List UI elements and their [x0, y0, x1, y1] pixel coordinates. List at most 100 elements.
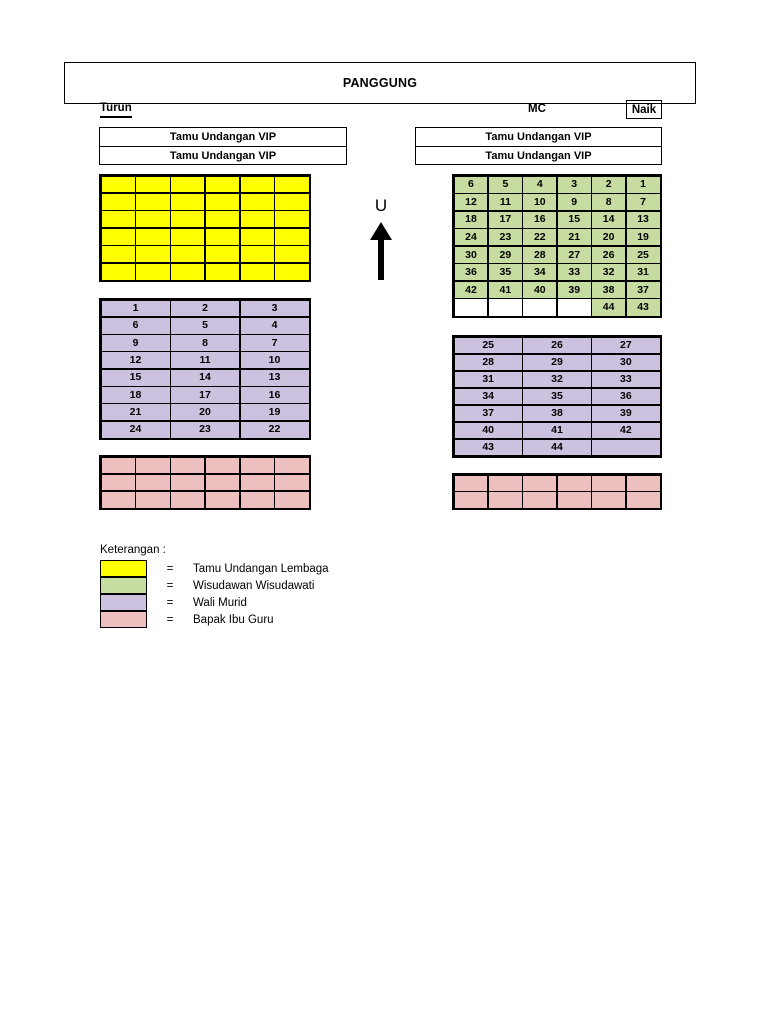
seat-cell: 11: [171, 352, 239, 369]
seat-cell: [171, 457, 205, 474]
legend-rows: =Tamu Undangan Lembaga=Wisudawan Wisudaw…: [100, 560, 420, 628]
seat-cell: [275, 263, 309, 280]
seat-block-pink-left: [99, 455, 311, 510]
vip-block-right: Tamu Undangan VIP Tamu Undangan VIP: [415, 127, 662, 165]
seat-cell: [240, 246, 274, 263]
seat-cell: 3: [240, 300, 309, 317]
seat-cell: [171, 246, 205, 263]
stage-label: PANGGUNG: [342, 76, 418, 90]
seat-cell: [240, 474, 274, 491]
seat-cell: 8: [171, 335, 239, 351]
seat-cell: 4: [523, 176, 557, 193]
seat-cell: 40: [454, 422, 522, 439]
seat-cell: 30: [454, 246, 488, 263]
seat-cell: 9: [101, 335, 170, 351]
seat-cell: 5: [488, 176, 522, 193]
stage-box: PANGGUNG: [64, 62, 696, 104]
seat-cell: 21: [557, 229, 591, 246]
seat-cell: [101, 211, 135, 228]
seat-cell: [275, 193, 309, 210]
legend-color-swatch: [100, 594, 147, 611]
seat-cell: 4: [240, 317, 309, 334]
legend-color-swatch: [100, 577, 147, 594]
compass: U: [360, 196, 402, 280]
seat-cell: 25: [626, 246, 660, 263]
seat-cell: [523, 299, 557, 316]
seat-cell: 42: [592, 422, 660, 439]
seat-cell: 19: [240, 404, 309, 421]
seat-cell: [205, 193, 239, 210]
seat-cell: 27: [592, 337, 660, 354]
seat-cell: [592, 492, 626, 508]
seat-cell: [136, 193, 170, 210]
seat-cell: [488, 475, 522, 491]
seat-cell: [205, 246, 239, 263]
seat-cell: 14: [171, 369, 239, 386]
seat-cell: 34: [523, 264, 557, 281]
seat-cell: 30: [592, 354, 660, 371]
seat-cell: [171, 176, 205, 193]
seat-cell: [136, 176, 170, 193]
seat-cell: 41: [523, 422, 591, 439]
seat-cell: 6: [454, 176, 488, 193]
legend-item: =Wisudawan Wisudawati: [100, 577, 420, 594]
seat-cell: 33: [557, 264, 591, 281]
seat-cell: 21: [101, 404, 170, 421]
seat-cell: 38: [523, 405, 591, 422]
seat-cell: [171, 474, 205, 491]
seat-cell: 18: [454, 211, 488, 228]
seat-cell: [101, 263, 135, 280]
seat-cell: 22: [240, 421, 309, 438]
seat-cell: [240, 193, 274, 210]
legend: Keterangan : =Tamu Undangan Lembaga=Wisu…: [100, 543, 420, 628]
legend-item: =Wali Murid: [100, 594, 420, 611]
seat-cell: 27: [557, 246, 591, 263]
legend-color-swatch: [100, 611, 147, 628]
seat-cell: [101, 228, 135, 245]
seat-cell: [136, 491, 170, 508]
seat-cell: 11: [488, 194, 522, 211]
seat-cell: [136, 228, 170, 245]
seat-cell: 44: [523, 439, 591, 456]
seat-cell: 7: [240, 335, 309, 351]
seat-cell: 25: [454, 337, 522, 354]
seat-cell: [626, 492, 660, 508]
seat-cell: 32: [523, 371, 591, 388]
seat-cell: [454, 299, 488, 316]
seat-block-pink-right: [452, 473, 662, 510]
seat-cell: 34: [454, 388, 522, 405]
seat-cell: 2: [171, 300, 239, 317]
seat-cell: 5: [171, 317, 239, 334]
seat-cell: [136, 474, 170, 491]
seat-cell: 1: [101, 300, 170, 317]
seat-cell: 2: [592, 176, 626, 193]
vip-row: Tamu Undangan VIP: [485, 131, 592, 143]
seat-cell: 37: [454, 405, 522, 422]
seat-cell: [557, 475, 591, 491]
seat-cell: [205, 491, 239, 508]
seat-cell: [626, 475, 660, 491]
seat-cell: [275, 246, 309, 263]
seat-cell: 40: [523, 281, 557, 298]
seat-cell: 22: [523, 229, 557, 246]
seat-cell: 28: [454, 354, 522, 371]
seat-cell: [523, 475, 557, 491]
seat-cell: 42: [454, 281, 488, 298]
seat-cell: [136, 263, 170, 280]
seat-cell: 29: [523, 354, 591, 371]
seat-cell: [592, 475, 626, 491]
seat-cell: [205, 176, 239, 193]
seat-cell: 38: [592, 281, 626, 298]
seat-cell: 18: [101, 387, 170, 403]
legend-color-swatch: [100, 560, 147, 577]
seat-cell: 16: [523, 211, 557, 228]
legend-title: Keterangan :: [100, 544, 166, 556]
seat-cell: 23: [171, 421, 239, 438]
seat-cell: 15: [557, 211, 591, 228]
seat-cell: [101, 193, 135, 210]
seat-cell: [523, 492, 557, 508]
seat-cell: [275, 176, 309, 193]
seat-cell: 6: [101, 317, 170, 334]
seat-cell: 9: [557, 194, 591, 211]
seat-cell: 35: [523, 388, 591, 405]
